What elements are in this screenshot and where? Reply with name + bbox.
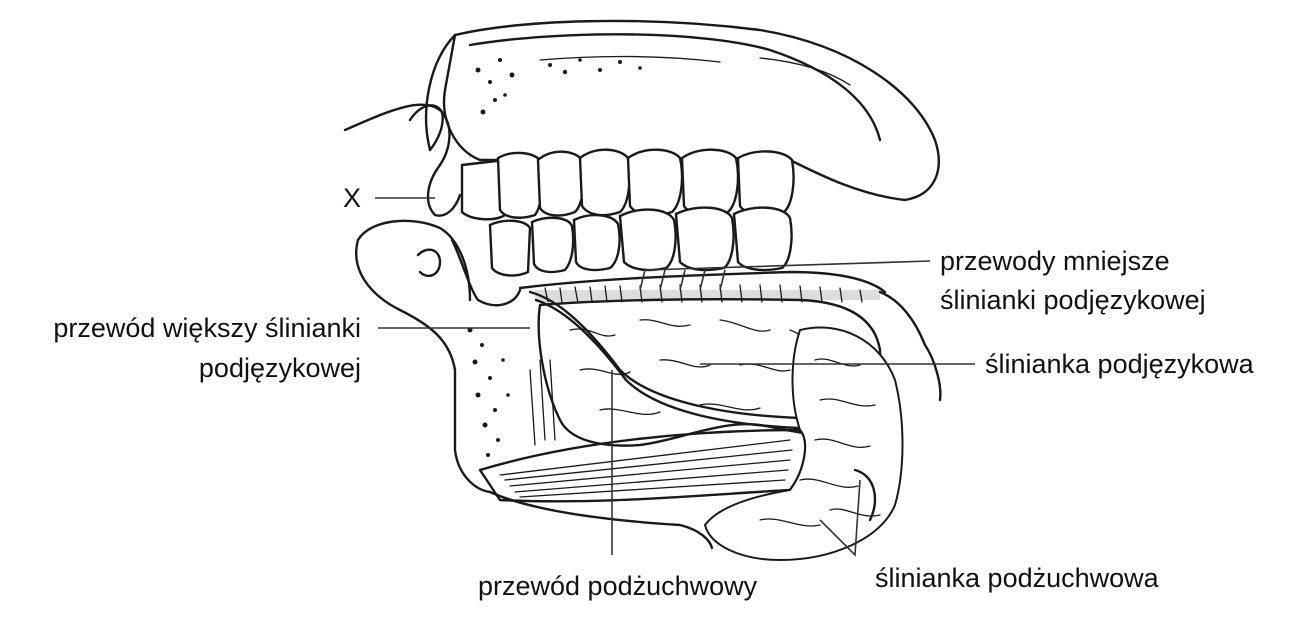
label-submandibular-gland: ślinianka podżuchwowa xyxy=(875,563,1159,593)
leader-minor-ducts xyxy=(639,260,931,291)
upper-jaw xyxy=(424,19,940,202)
bone-texture xyxy=(467,58,642,457)
label-submandibular-duct: przewód podżuchwowy xyxy=(478,571,758,601)
label-sublingual-gland: ślinianka podjęzykowa xyxy=(985,349,1254,379)
lower-teeth xyxy=(488,206,793,277)
muscle-fibers xyxy=(478,359,807,503)
upper-lip xyxy=(343,103,462,217)
label-minor-ducts-line1: przewody mniejsze xyxy=(940,246,1170,276)
leader-submandibular-gland xyxy=(819,479,861,557)
upper-teeth xyxy=(460,148,795,221)
lower-jaw xyxy=(488,290,942,550)
label-minor-ducts-line2: ślinianki podjęzykowej xyxy=(940,285,1206,315)
lower-lip-chin xyxy=(355,219,522,494)
submandibular-duct-shape xyxy=(528,290,834,434)
leader-lines xyxy=(375,197,975,557)
label-major-duct-line1: przewód większy ślinianki xyxy=(53,313,361,343)
submandibular-gland-shape xyxy=(703,326,904,562)
label-major-duct-line2: podjęzykowej xyxy=(198,353,361,383)
label-x: X xyxy=(343,183,362,213)
